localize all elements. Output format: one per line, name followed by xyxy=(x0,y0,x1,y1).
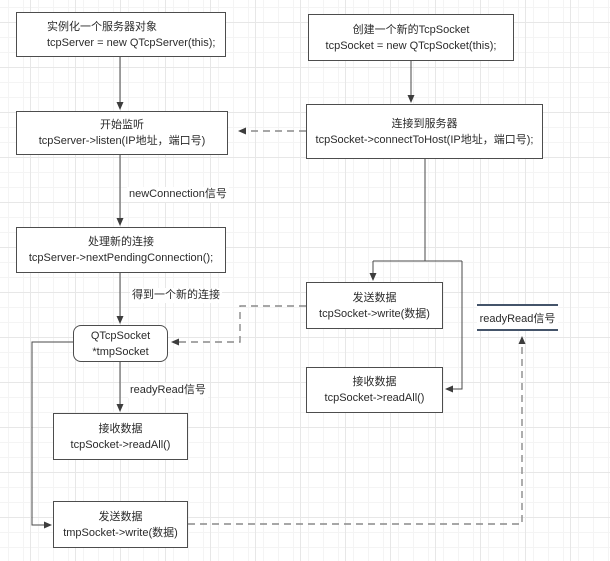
node-code: tcpServer->listen(IP地址，端口号) xyxy=(38,135,206,147)
node-code: tcpServer->nextPendingConnection(); xyxy=(28,252,214,264)
connector-tmpsocket-to-server-write-loop xyxy=(31,341,73,526)
node-code: tcpServer = new QTcpServer(this); xyxy=(47,36,216,49)
connector-connect-to-client-read xyxy=(453,261,463,390)
arrowhead xyxy=(407,95,415,103)
node-create-tcpsocket: 创建一个新的TcpSocket tcpSocket = new QTcpSock… xyxy=(308,14,514,61)
node-instantiate-server: 实例化一个服务器对象 tcpServer = new QTcpServer(th… xyxy=(16,12,226,57)
arrowhead xyxy=(116,404,124,412)
arrowhead xyxy=(238,127,246,135)
node-server-receive-data: 接收数据 tcpSocket->readAll() xyxy=(53,413,188,460)
node-label: 发送数据 xyxy=(352,291,397,304)
node-handle-new-connection: 处理新的连接 tcpServer->nextPendingConnection(… xyxy=(16,227,226,273)
arrowhead xyxy=(116,218,124,226)
connector-connect-to-client-write xyxy=(372,159,462,274)
arrowhead xyxy=(518,336,526,344)
node-label: 接收数据 xyxy=(98,422,143,435)
node-label: 实例化一个服务器对象 xyxy=(47,20,157,33)
node-start-listen: 开始监听 tcpServer->listen(IP地址，端口号) xyxy=(16,111,228,155)
node-client-receive-data: 接收数据 tcpSocket->readAll() xyxy=(306,367,443,413)
arrowhead xyxy=(171,338,179,346)
node-code: tcpSocket->connectToHost(IP地址，端口号); xyxy=(315,133,534,146)
edge-label-ready-read-signal-left: readyRead信号 xyxy=(128,383,208,398)
connector-server-write-to-readyread-dashed xyxy=(188,344,523,525)
node-code: *tmpSocket xyxy=(92,345,149,358)
node-label: 开始监听 xyxy=(100,119,144,131)
edge-label-new-connection-signal: newConnection信号 xyxy=(127,187,229,202)
node-server-send-data: 发送数据 tmpSocket->write(数据) xyxy=(53,501,188,548)
arrowhead xyxy=(445,385,453,393)
node-code: tcpSocket->write(数据) xyxy=(319,307,430,320)
node-code: tcpSocket = new QTcpSocket(this); xyxy=(325,39,497,52)
node-code: tmpSocket->write(数据) xyxy=(63,526,178,539)
node-label: 接收数据 xyxy=(352,376,397,388)
node-label: QTcpSocket xyxy=(90,329,151,342)
node-label: 处理新的连接 xyxy=(88,236,154,248)
node-code: tcpSocket->readAll() xyxy=(324,392,425,404)
signal-bar-ready-read-right: readyRead信号 xyxy=(477,304,558,331)
arrowhead xyxy=(369,273,377,281)
edge-label-got-new-connection: 得到一个新的连接 xyxy=(130,288,222,303)
node-tmp-socket: QTcpSocket *tmpSocket xyxy=(73,325,168,362)
node-label: 连接到服务器 xyxy=(391,117,458,130)
node-label: 创建一个新的TcpSocket xyxy=(352,23,470,36)
connector-client-write-to-tmpsocket-dashed xyxy=(179,305,306,343)
node-label: 发送数据 xyxy=(98,510,143,523)
arrowhead xyxy=(44,521,52,529)
node-client-send-data: 发送数据 tcpSocket->write(数据) xyxy=(306,282,443,329)
node-code: tcpSocket->readAll() xyxy=(70,438,171,451)
arrowhead xyxy=(116,102,124,110)
node-connect-to-host: 连接到服务器 tcpSocket->connectToHost(IP地址，端口号… xyxy=(306,104,543,159)
arrowhead xyxy=(116,316,124,324)
